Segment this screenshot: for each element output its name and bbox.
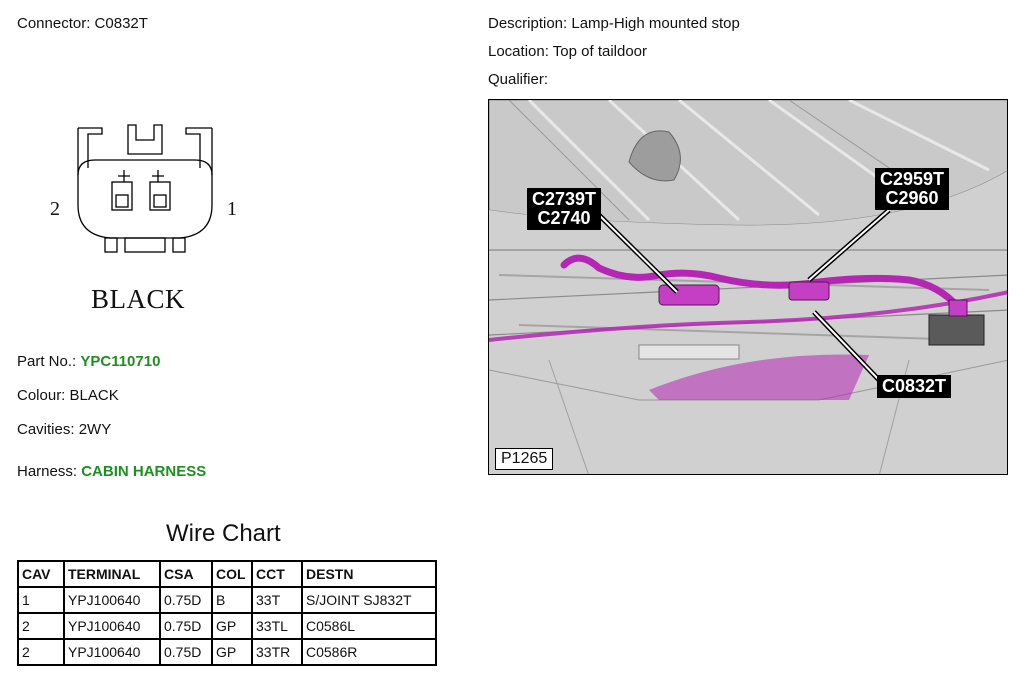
col-csa: CSA: [159, 560, 213, 588]
location-illustration: [489, 100, 1007, 474]
location-label: Location:: [488, 43, 549, 60]
wire-chart-table: CAV TERMINAL CSA COL CCT DESTN 1 YPJ1006…: [17, 560, 437, 666]
cavities-value: 2WY: [78, 421, 112, 438]
callout-c2739t: C2739T C2740: [527, 188, 602, 230]
colour-value: BLACK: [69, 387, 119, 404]
colour-line: Colour: BLACK: [17, 387, 119, 404]
callout-c0832t: C0832T: [877, 375, 952, 398]
callout-text: C2959T: [880, 169, 945, 189]
table-row: 2 YPJ100640 0.75D GP 33TL C0586L: [17, 612, 437, 640]
center-key-shape: [127, 124, 163, 155]
callout-text: C0832T: [882, 376, 947, 396]
cell-col: B: [211, 586, 253, 614]
col-cct: CCT: [251, 560, 303, 588]
cavities-label: Cavities:: [17, 421, 75, 438]
table-row: 1 YPJ100640 0.75D B 33T S/JOINT SJ832T: [17, 586, 437, 614]
col-cav: CAV: [17, 560, 65, 588]
description-line: Description: Lamp-High mounted stop: [488, 15, 740, 32]
right-latch-shape: [185, 127, 212, 168]
location-value: Top of taildoor: [552, 43, 648, 60]
qualifier-label: Qualifier:: [488, 71, 549, 88]
colour-label: Colour:: [17, 387, 66, 404]
cell-csa: 0.75D: [159, 586, 213, 614]
col-destn: DESTN: [301, 560, 437, 588]
callout-c2959t: C2959T C2960: [875, 168, 950, 210]
cell-cct: 33T: [251, 586, 303, 614]
harness-label: Harness:: [17, 463, 78, 480]
connector-line: Connector: C0832T: [17, 15, 148, 32]
pin-label-left: 2: [50, 198, 60, 220]
connector-body-shape: [77, 159, 213, 239]
harness-route-shape: [560, 254, 963, 312]
part-number-line: Part No.: YPC110710: [17, 353, 160, 370]
cell-cav: 1: [17, 586, 65, 614]
qualifier-line: Qualifier:: [488, 71, 548, 88]
cavity-1-shape: [149, 181, 171, 211]
cell-terminal: YPJ100640: [63, 586, 161, 614]
col-col: COL: [211, 560, 253, 588]
cell-col: GP: [211, 638, 253, 666]
part-number-label: Part No.:: [17, 353, 77, 370]
table-row: 2 YPJ100640 0.75D GP 33TR C0586R: [17, 638, 437, 666]
callout-text: C2740: [537, 208, 591, 228]
pin-label-right: 1: [227, 198, 237, 220]
cell-csa: 0.75D: [159, 638, 213, 666]
cell-terminal: YPJ100640: [63, 612, 161, 640]
connector-label: Connector:: [17, 15, 91, 32]
location-photo: C2739T C2740 C2959T C2960 C0832T P1265: [488, 99, 1008, 475]
connector-face-diagram: [77, 124, 213, 253]
cell-cct: 33TR: [251, 638, 303, 666]
left-latch-shape: [78, 127, 103, 168]
cavities-line: Cavities: 2WY: [17, 421, 111, 438]
location-line: Location: Top of taildoor: [488, 43, 647, 60]
cell-cav: 2: [17, 612, 65, 640]
cell-cav: 2: [17, 638, 65, 666]
cell-terminal: YPJ100640: [63, 638, 161, 666]
description-value: Lamp-High mounted stop: [571, 15, 740, 32]
cavity-2-shape: [111, 181, 133, 211]
cell-cct: 33TL: [251, 612, 303, 640]
callout-text: C2739T: [532, 189, 597, 209]
callout-text: C2960: [885, 188, 939, 208]
photo-reference: P1265: [495, 448, 554, 470]
wire-chart-header-row: CAV TERMINAL CSA COL CCT DESTN: [17, 560, 437, 588]
cell-csa: 0.75D: [159, 612, 213, 640]
part-number-link[interactable]: YPC110710: [80, 353, 161, 370]
cell-destn: C0586R: [301, 638, 437, 666]
wire-chart-title: Wire Chart: [166, 520, 281, 547]
harness-link[interactable]: CABIN HARNESS: [81, 463, 207, 480]
cell-destn: C0586L: [301, 612, 437, 640]
description-label: Description:: [488, 15, 568, 32]
col-terminal: TERMINAL: [63, 560, 161, 588]
cell-col: GP: [211, 612, 253, 640]
connector-color-label: BLACK: [91, 284, 186, 314]
harness-line: Harness: CABIN HARNESS: [17, 463, 206, 480]
connector-value: C0832T: [94, 15, 148, 32]
cell-destn: S/JOINT SJ832T: [301, 586, 437, 614]
